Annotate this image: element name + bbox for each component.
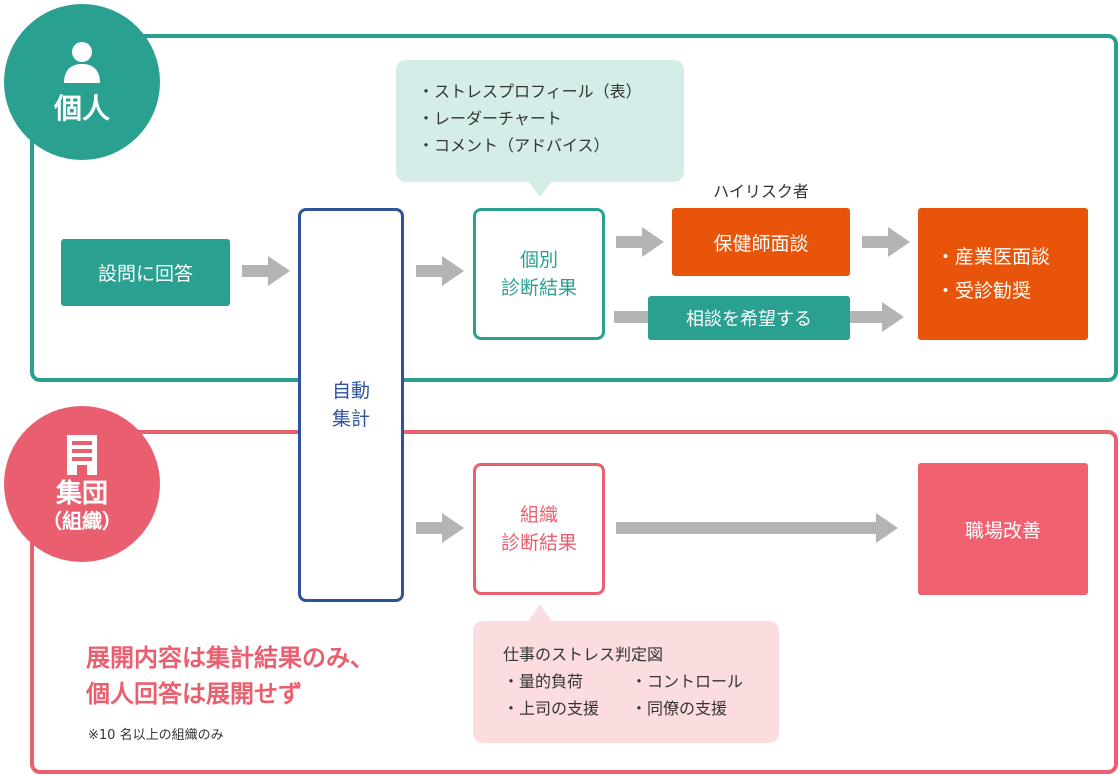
group-badge: 集団 （組織） — [4, 406, 160, 562]
individual-badge: 個人 — [4, 4, 160, 160]
arrow-group-result-to-improvement — [616, 513, 898, 543]
arrow-result-to-interview — [616, 227, 664, 257]
auto-aggregate-line1: 自動 — [331, 380, 370, 402]
bubble-item-radar-chart: ・レーダーチャート — [418, 109, 562, 128]
outcome-item-physician: ・産業医面談 — [936, 246, 1051, 268]
group-bubble-col1: ・量的負荷 ・上司の支援 — [503, 668, 631, 722]
group-section-frame — [30, 430, 1118, 774]
group-results-bubble: 仕事のストレス判定図 ・量的負荷 ・上司の支援 ・コントロール ・同僚の支援 — [473, 621, 779, 743]
bubble-item-stress-profile: ・ストレスプロフィール（表） — [418, 82, 642, 101]
bubble-item-coworker-support: ・同僚の支援 — [631, 699, 728, 718]
group-result-line1: 組織 — [519, 504, 558, 526]
group-bubble-tail — [528, 604, 552, 622]
group-footnote: ※10 名以上の組織のみ — [88, 728, 224, 743]
answer-questions-box: 設問に回答 — [61, 239, 230, 306]
consult-request-label: 相談を希望する — [686, 309, 812, 330]
consult-request-box: 相談を希望する — [648, 296, 850, 340]
individual-result-line2: 診断結果 — [500, 277, 577, 299]
group-result-box: 組織 診断結果 — [473, 463, 605, 595]
arrow-interview-to-outcome — [862, 227, 910, 257]
group-sublabel: （組織） — [42, 509, 122, 533]
group-note: 展開内容は集計結果のみ、 個人回答は展開せず — [86, 640, 374, 712]
person-icon — [64, 42, 100, 83]
workplace-improvement-box: 職場改善 — [918, 463, 1088, 595]
bubble-item-comment: ・コメント（アドバイス） — [418, 136, 610, 155]
auto-aggregate-line2: 集計 — [331, 408, 370, 430]
arrow-aggregate-to-group-result — [416, 513, 464, 543]
arrow-aggregate-to-individual-result — [416, 256, 464, 286]
health-interview-box: 保健師面談 — [672, 208, 850, 276]
auto-aggregate-box: 自動 集計 — [298, 208, 404, 602]
group-bubble-title: 仕事のストレス判定図 — [503, 645, 664, 664]
arrow-answer-to-aggregate — [242, 256, 290, 286]
bubble-item-supervisor-support: ・上司の支援 — [503, 699, 600, 718]
group-note-line2: 個人回答は展開せず — [86, 680, 302, 708]
individual-section-frame — [30, 34, 1118, 382]
group-result-line2: 診断結果 — [500, 532, 577, 554]
answer-questions-label: 設問に回答 — [97, 263, 193, 285]
bubble-item-quantitative-load: ・量的負荷 — [503, 672, 584, 691]
individual-results-bubble: ・ストレスプロフィール（表） ・レーダーチャート ・コメント（アドバイス） — [396, 60, 684, 182]
high-risk-label: ハイリスク者 — [713, 182, 809, 201]
workplace-improvement-label: 職場改善 — [964, 519, 1041, 542]
individual-bubble-list: ・ストレスプロフィール（表） ・レーダーチャート ・コメント（アドバイス） — [418, 78, 684, 159]
individual-label: 個人 — [53, 92, 110, 125]
health-interview-label: 保健師面談 — [713, 232, 809, 255]
outcome-box: ・産業医面談 ・受診勧奨 — [918, 208, 1088, 340]
group-note-line1: 展開内容は集計結果のみ、 — [86, 644, 374, 672]
individual-result-box: 個別 診断結果 — [473, 208, 605, 340]
outcome-item-referral: ・受診勧奨 — [936, 280, 1032, 302]
consult-arrow-head — [882, 302, 904, 332]
group-bubble-col2: ・コントロール ・同僚の支援 — [631, 668, 743, 722]
bubble-item-control: ・コントロール — [631, 672, 744, 691]
group-label: 集団 — [55, 479, 108, 509]
individual-result-line1: 個別 — [519, 249, 558, 271]
individual-bubble-tail — [528, 181, 552, 197]
building-icon — [67, 435, 97, 475]
